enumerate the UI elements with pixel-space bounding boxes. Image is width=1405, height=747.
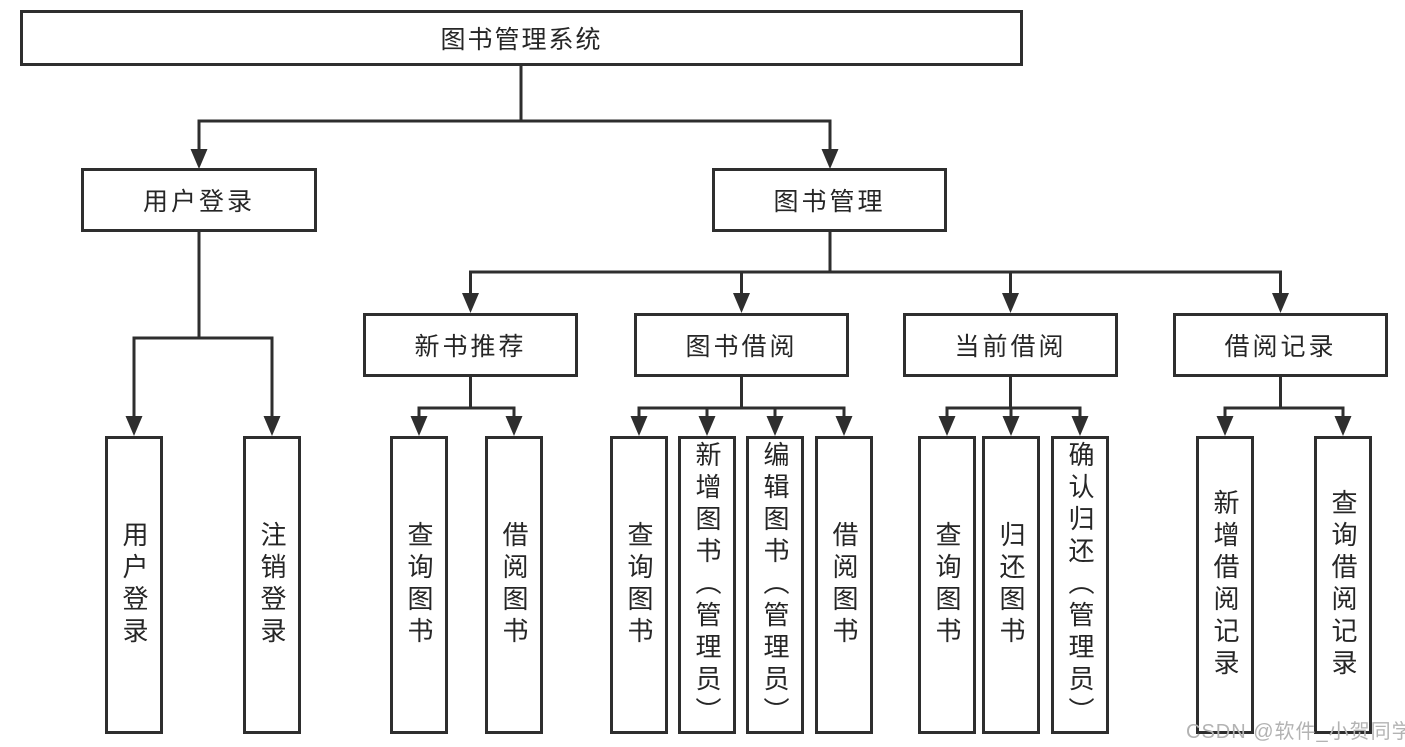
leaf-query-borrow-record: 查询借阅记录 [1314, 436, 1372, 734]
node-user-login: 用户登录 [81, 168, 317, 232]
leaf-query-book-borrowing: 查询图书 [610, 436, 668, 734]
node-book-management-system: 图书管理系统 [20, 10, 1023, 66]
leaf-borrow-book-recommend: 借阅图书 [485, 436, 543, 734]
node-current-borrowing: 当前借阅 [903, 313, 1118, 377]
leaf-confirm-return-admin: 确认归还（管理员） [1051, 436, 1109, 734]
watermark-text: CSDN @软件_小贺同学 [1186, 721, 1405, 743]
node-book-borrowing: 图书借阅 [634, 313, 849, 377]
leaf-query-book-recommend: 查询图书 [390, 436, 448, 734]
node-borrowing-records: 借阅记录 [1173, 313, 1388, 377]
leaf-edit-book-admin: 编辑图书（管理员） [746, 436, 804, 734]
arrowheads [125, 149, 1352, 436]
leaf-query-book-current: 查询图书 [918, 436, 976, 734]
leaf-add-book-admin: 新增图书（管理员） [678, 436, 736, 734]
leaf-user-login: 用户登录 [105, 436, 163, 734]
leaf-return-book: 归还图书 [982, 436, 1040, 734]
node-book-management: 图书管理 [712, 168, 947, 232]
leaf-add-borrow-record: 新增借阅记录 [1196, 436, 1254, 734]
node-new-book-recommendation: 新书推荐 [363, 313, 578, 377]
leaf-borrow-book-borrowing: 借阅图书 [815, 436, 873, 734]
leaf-logout: 注销登录 [243, 436, 301, 734]
